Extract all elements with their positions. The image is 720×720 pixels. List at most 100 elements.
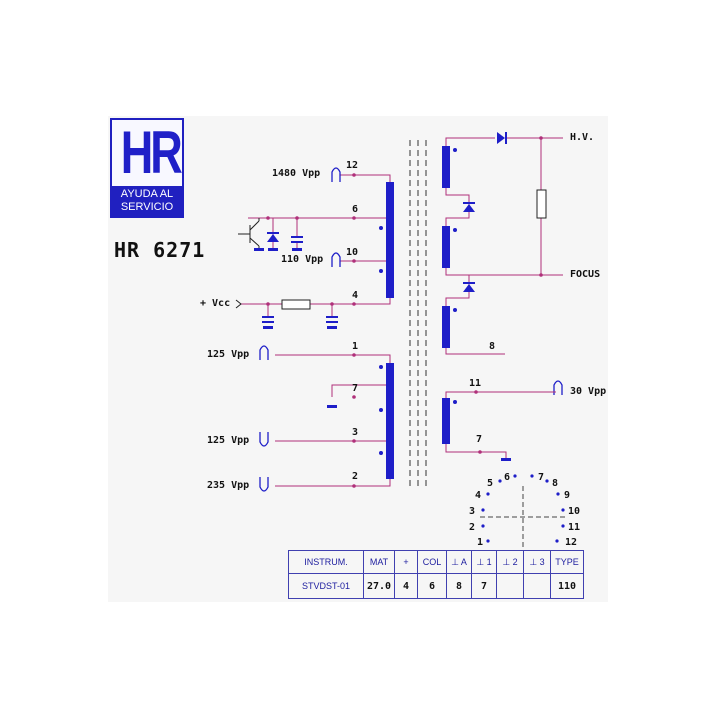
transistor-symbol bbox=[238, 218, 260, 249]
filter-capacitor-1 bbox=[262, 304, 274, 329]
table-header-cell: ⊥ 2 bbox=[496, 550, 524, 574]
table-value-cell: 8 bbox=[446, 573, 472, 599]
pinout-pin: 6 bbox=[504, 472, 517, 483]
vpp-235-label: 235 Vpp bbox=[207, 480, 249, 491]
positive-pulse-icon bbox=[259, 345, 269, 360]
negative-pulse-icon bbox=[259, 477, 269, 492]
schematic-sheet bbox=[108, 116, 608, 602]
model-title: HR 6271 bbox=[114, 238, 206, 262]
spec-table: INSTRUM. MAT + COL ⊥ A ⊥ 1 ⊥ 2 ⊥ 3 TYPE … bbox=[288, 550, 584, 599]
table-header-cell: INSTRUM. bbox=[288, 550, 364, 574]
logo-caption-line1: AYUDA AL bbox=[120, 188, 174, 200]
vcc-input-arrow bbox=[235, 299, 242, 309]
svg-text:1: 1 bbox=[477, 537, 483, 548]
pin-11-label: 11 bbox=[469, 378, 481, 389]
table-value-cell: STVDST-01 bbox=[288, 573, 364, 599]
table-value-cell: 110 bbox=[550, 573, 584, 599]
pinout-diagram: 1 2 3 4 5 6 7 8 9 10 11 12 bbox=[469, 472, 580, 548]
vpp-110-label: 110 Vpp bbox=[281, 254, 323, 265]
svg-text:8: 8 bbox=[552, 478, 558, 489]
pinout-pin: 11 bbox=[561, 522, 580, 533]
logo-letters: HR bbox=[120, 119, 183, 186]
pin-3-label: 3 bbox=[352, 427, 358, 438]
pinout-pin: 12 bbox=[555, 537, 577, 548]
svg-text:11: 11 bbox=[568, 522, 580, 533]
spec-table-header-row: INSTRUM. MAT + COL ⊥ A ⊥ 1 ⊥ 2 ⊥ 3 TYPE bbox=[288, 550, 584, 574]
positive-pulse-icon bbox=[553, 380, 563, 395]
pin-4-label: 4 bbox=[352, 290, 358, 301]
svg-text:6: 6 bbox=[504, 472, 510, 483]
transformer-core bbox=[409, 140, 427, 488]
table-header-cell: + bbox=[394, 550, 418, 574]
cascade-diode-1 bbox=[463, 202, 475, 212]
svg-text:3: 3 bbox=[469, 506, 475, 517]
positive-pulse-icon bbox=[331, 167, 341, 182]
pin-2-label: 2 bbox=[352, 471, 358, 482]
table-value-cell: 4 bbox=[394, 573, 418, 599]
svg-text:10: 10 bbox=[568, 506, 580, 517]
table-value-cell: 7 bbox=[471, 573, 497, 599]
ground-bar-pin7 bbox=[327, 405, 337, 408]
logo-caption-line2: SERVICIO bbox=[120, 201, 174, 213]
pinout-pin: 8 bbox=[545, 478, 558, 489]
secondary-wires bbox=[445, 137, 563, 458]
secondary-junctions bbox=[474, 136, 543, 454]
pin-1-label: 1 bbox=[352, 341, 358, 352]
vpp-125-pos-label: 125 Vpp bbox=[207, 349, 249, 360]
table-header-cell: ⊥ A bbox=[446, 550, 472, 574]
pinout-pin: 10 bbox=[561, 506, 580, 517]
pinout-pin: 2 bbox=[469, 522, 485, 533]
primary-dots bbox=[379, 226, 383, 455]
pin-10-label: 10 bbox=[346, 247, 358, 258]
table-header-cell: ⊥ 1 bbox=[471, 550, 497, 574]
pinout-pin: 7 bbox=[530, 472, 544, 483]
pin-8-label: 8 bbox=[489, 341, 495, 352]
table-value-cell bbox=[496, 573, 524, 599]
filter-capacitor-2 bbox=[326, 304, 338, 329]
primary-wires bbox=[240, 174, 391, 487]
vpp-1480-label: 1480 Vpp bbox=[272, 168, 320, 179]
table-value-cell: 27.0 bbox=[363, 573, 395, 599]
pinout-crosshair bbox=[480, 486, 567, 548]
primary-windings bbox=[386, 182, 394, 479]
pin-7-secondary-label: 7 bbox=[476, 434, 482, 445]
pin-junctions bbox=[266, 173, 356, 488]
positive-pulse-icon bbox=[331, 252, 341, 267]
table-header-cell: COL bbox=[417, 550, 447, 574]
svg-text:12: 12 bbox=[565, 537, 577, 548]
vcc-label: + Vcc bbox=[200, 298, 230, 309]
hr-logo: HR AYUDA AL SERVICIO bbox=[110, 118, 184, 218]
pinout-pin: 4 bbox=[475, 490, 490, 501]
svg-text:9: 9 bbox=[564, 490, 570, 501]
svg-text:2: 2 bbox=[469, 522, 475, 533]
table-value-cell: 6 bbox=[417, 573, 447, 599]
svg-text:7: 7 bbox=[538, 472, 544, 483]
damper-diode bbox=[267, 218, 279, 251]
pinout-pin: 1 bbox=[477, 537, 490, 548]
table-header-cell: TYPE bbox=[550, 550, 584, 574]
svg-text:4: 4 bbox=[475, 490, 481, 501]
secondary-dots bbox=[453, 148, 457, 404]
focus-divider-resistor bbox=[536, 189, 547, 219]
spec-table-value-row: STVDST-01 27.0 4 6 8 7 110 bbox=[288, 573, 584, 599]
pinout-pin: 9 bbox=[556, 490, 570, 501]
pin-6-label: 6 bbox=[352, 204, 358, 215]
pinout-pin: 5 bbox=[487, 478, 502, 489]
cascade-diode-2 bbox=[463, 282, 475, 292]
ground-bar-secondary bbox=[501, 458, 511, 461]
svg-text:5: 5 bbox=[487, 478, 493, 489]
table-value-cell bbox=[523, 573, 551, 599]
supply-resistor bbox=[281, 299, 311, 310]
vpp-125-neg-label: 125 Vpp bbox=[207, 435, 249, 446]
vpp-30-label: 30 Vpp bbox=[570, 386, 606, 397]
pinout-pin: 3 bbox=[469, 506, 485, 517]
negative-pulse-icon bbox=[259, 432, 269, 447]
hv-label: H.V. bbox=[570, 132, 594, 143]
hv-windings bbox=[442, 146, 450, 444]
focus-label: FOCUS bbox=[570, 269, 600, 280]
tuning-capacitor bbox=[291, 218, 303, 251]
table-header-cell: MAT bbox=[363, 550, 395, 574]
pin-12-label: 12 bbox=[346, 160, 358, 171]
hv-output-diode bbox=[497, 132, 507, 144]
